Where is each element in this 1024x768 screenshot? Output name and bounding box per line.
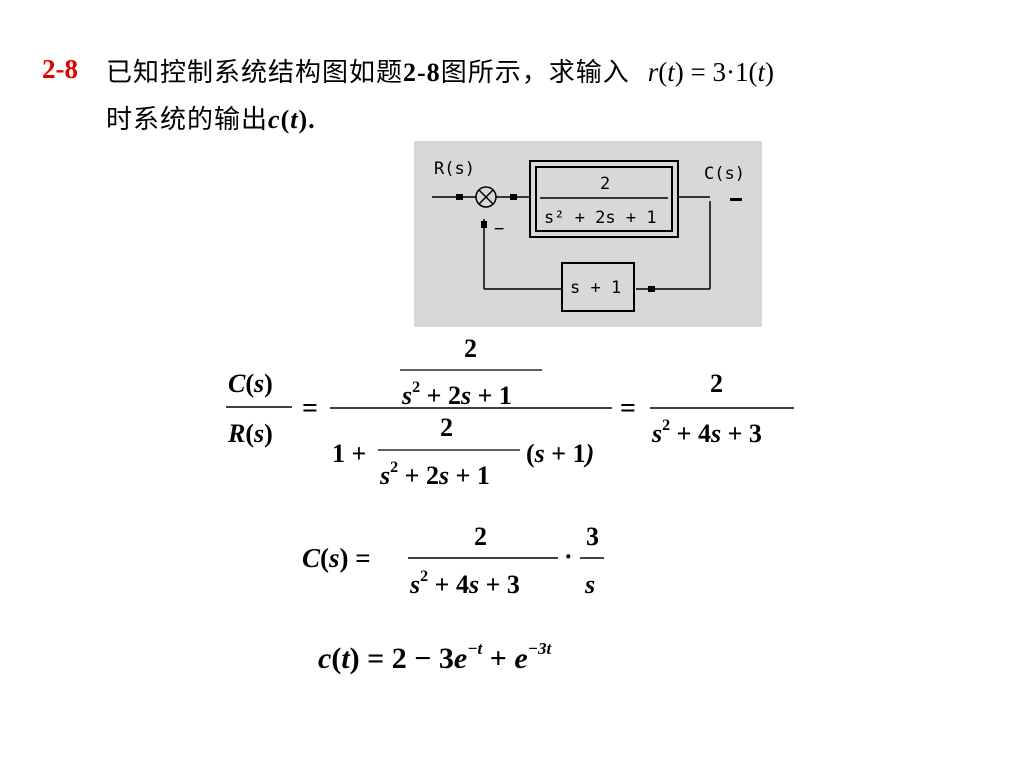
- problem-number: 2-8: [42, 54, 78, 84]
- input-label: R(s): [434, 159, 475, 179]
- equals-sign: =: [302, 393, 318, 424]
- rhs-numerator: 2: [710, 369, 723, 398]
- eq2-frac1-numerator: 2: [474, 522, 487, 551]
- equals-sign-2: =: [620, 393, 636, 424]
- lhs-denominator: R(s): [227, 419, 273, 448]
- forward-block-inner: [535, 166, 673, 232]
- summing-junction-cross: [478, 189, 494, 205]
- forward-block-numerator: 2: [600, 174, 610, 194]
- eq2-frac2-denominator: s: [584, 570, 595, 599]
- problem-statement-line2: 时系统的输出c(t).: [106, 99, 316, 136]
- den-prefix: 1 +: [332, 439, 366, 468]
- inner-numerator: 2: [464, 334, 477, 363]
- forward-block-denominator: s² + 2s + 1: [544, 208, 657, 228]
- feedback-block: [561, 262, 635, 312]
- forward-arrowhead: [510, 194, 517, 200]
- eq2-frac1-denominator: s2 + 4s + 3: [409, 568, 520, 599]
- den-fraction-denominator: s2 + 2s + 1: [379, 459, 490, 490]
- feedback-up-arrowhead: [481, 221, 487, 228]
- inner-denominator: s2 + 2s + 1: [401, 379, 512, 410]
- block-diagram: R(s) 2 s² + 2s + 1 C(s) s + 1 −: [414, 141, 762, 327]
- equation-output-laplace: C(s) = 2 s2 + 4s + 3 · 3 s: [302, 522, 604, 599]
- block-diagram-svg: R(s) 2 s² + 2s + 1 C(s) s + 1 −: [432, 159, 745, 312]
- output-arrowhead: [730, 198, 742, 201]
- output-symbol: c(t): [268, 105, 309, 134]
- input-arrowhead: [456, 194, 463, 200]
- output-label: C(s): [704, 164, 745, 184]
- den-suffix: (s + 1): [526, 439, 594, 468]
- statement-text-end: 图所示，求输入: [440, 58, 630, 87]
- equation-transfer-function: C(s) R(s) = 2 s2 + 2s + 1 1 + 2 s2 + 2s …: [226, 334, 794, 490]
- eq2-frac2-numerator: 3: [586, 522, 599, 551]
- statement-text: 时系统的输出: [106, 105, 269, 134]
- eq2-dot: ·: [564, 542, 573, 571]
- feedback-sign: −: [494, 219, 504, 239]
- figure-reference: 2-8: [403, 58, 441, 87]
- problem-statement-line1: 已知控制系统结构图如题2-8图所示，求输入 r(t) = 3·1(t): [106, 52, 774, 89]
- forward-block-outer: [529, 160, 679, 238]
- lhs-numerator: C(s): [228, 369, 273, 398]
- den-fraction-numerator: 2: [440, 413, 453, 442]
- rhs-denominator: s2 + 4s + 3: [651, 417, 762, 448]
- eq3-expression: c(t) = 2 − 3e−t + e−3t: [318, 639, 552, 675]
- statement-text: 已知控制系统结构图如题: [106, 58, 404, 87]
- input-equation: r(t) = 3·1(t): [647, 57, 774, 87]
- eq2-lhs: C(s) =: [302, 543, 371, 573]
- statement-period: .: [308, 105, 316, 134]
- feedback-arrowhead: [648, 286, 655, 292]
- equation-time-response: c(t) = 2 − 3e−t + e−3t: [318, 639, 552, 675]
- feedback-block-label: s + 1: [570, 278, 621, 298]
